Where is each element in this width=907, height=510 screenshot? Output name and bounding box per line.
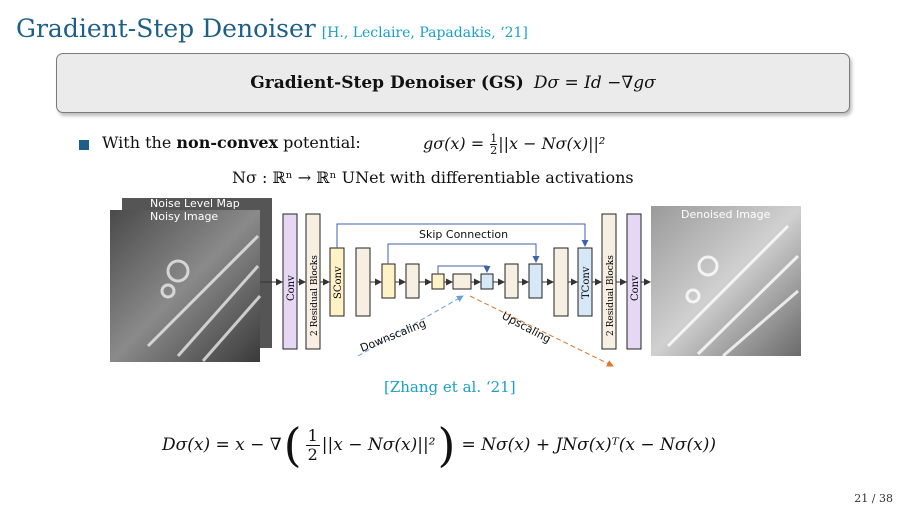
title-citation: [H., Leclaire, Papadakis, ‘21] <box>321 25 528 41</box>
tconv-block-label: TConv <box>581 266 592 299</box>
definition-equation: Dσ = Id −∇gσ <box>533 73 656 93</box>
denoised-image <box>651 206 801 356</box>
page-number: 21 / 38 <box>854 492 893 505</box>
slide-title: Gradient-Step Denoiser[H., Leclaire, Pap… <box>16 14 528 43</box>
denoised-image-label: Denoised Image <box>681 208 771 221</box>
bullet-text: With the non-convex potential: <box>102 133 361 152</box>
diagram-citation: [Zhang et al. ‘21] <box>384 378 516 396</box>
downscaling-arrow <box>357 295 464 357</box>
decoder-block-3 <box>528 263 543 299</box>
residual-blocks-right-label: 2 Residual Blocks <box>606 255 616 336</box>
conv-block-left-label: Conv <box>286 275 297 301</box>
network-description: Nσ : ℝⁿ → ℝⁿ UNet with differentiable ac… <box>232 168 634 187</box>
definition-label: Gradient-Step Denoiser (GS) <box>250 73 524 93</box>
unet-diagram: Noise Level Map Noisy Image Denoised Ima… <box>110 197 801 367</box>
definition-box: Gradient-Step Denoiser (GS) Dσ = Id −∇gσ <box>56 53 850 113</box>
decoder-block-1 <box>480 273 494 290</box>
upscaling-label: Upscaling <box>500 309 553 346</box>
encoder-block-3 <box>405 263 420 299</box>
butterfly-wing-pattern <box>146 234 262 362</box>
upscaling-arrow <box>469 295 614 367</box>
bottleneck-block <box>452 273 472 290</box>
residual-blocks-left-label: 2 Residual Blocks <box>310 255 320 336</box>
decoder-block-4 <box>553 247 569 317</box>
sconv-block-label: SConv <box>333 266 344 299</box>
conv-block-right-label: Conv <box>630 275 641 301</box>
skip-connection-label: Skip Connection <box>419 228 508 241</box>
noise-level-map-label: Noise Level Map <box>150 197 240 210</box>
encoder-block-1 <box>355 247 371 317</box>
encoder-block-2 <box>381 263 396 299</box>
denoised-wing-pattern <box>666 224 800 358</box>
noisy-image-label: Noisy Image <box>150 210 218 223</box>
decoder-block-2 <box>504 263 519 299</box>
noisy-image <box>110 210 260 362</box>
downscaling-label: Downscaling <box>358 317 428 355</box>
bullet-square-icon <box>79 140 89 150</box>
skip-connection-label-bg <box>416 227 516 241</box>
skip-connection-arrows <box>336 223 589 274</box>
encoder-block-4 <box>431 273 445 290</box>
